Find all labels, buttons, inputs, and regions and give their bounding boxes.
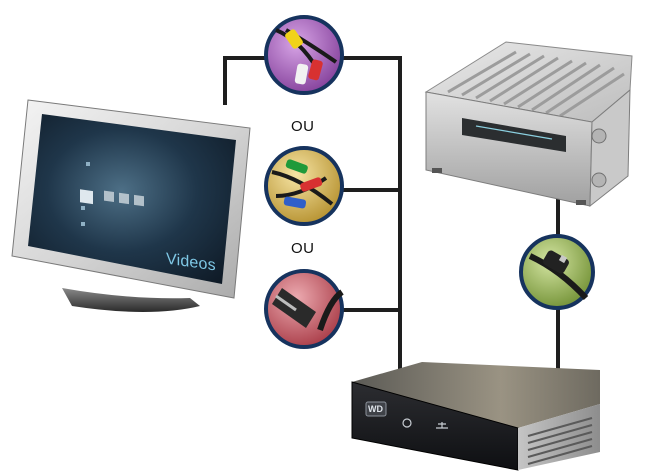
player-logo: WD	[368, 404, 383, 414]
av-receiver	[424, 41, 633, 208]
component-rca-cable	[264, 146, 344, 226]
receiver-display	[462, 118, 566, 152]
receiver-vents	[447, 50, 625, 118]
player-top	[352, 362, 600, 428]
player-side-vents	[527, 417, 593, 465]
receiver-display-text	[475, 125, 553, 140]
or-label-bottom: OU	[291, 240, 315, 257]
composite-rca-cable	[264, 15, 344, 95]
power-icon	[402, 418, 412, 428]
or-label-top: OU	[291, 118, 315, 135]
tv-menu-thumbnails	[80, 162, 144, 226]
receiver-foot	[576, 200, 586, 205]
tv-monitor	[11, 99, 251, 312]
tv-screen	[28, 114, 236, 284]
receiver-foot	[432, 168, 442, 173]
receiver-knob	[591, 128, 607, 144]
hdmi-cable	[264, 269, 344, 349]
receiver-knob	[591, 172, 607, 188]
player-logo-badge	[365, 401, 387, 417]
usb-icon	[436, 422, 448, 429]
optical-audio-cable	[519, 234, 595, 310]
tv-stand	[62, 288, 200, 312]
wd-tv-media-player	[351, 362, 600, 471]
